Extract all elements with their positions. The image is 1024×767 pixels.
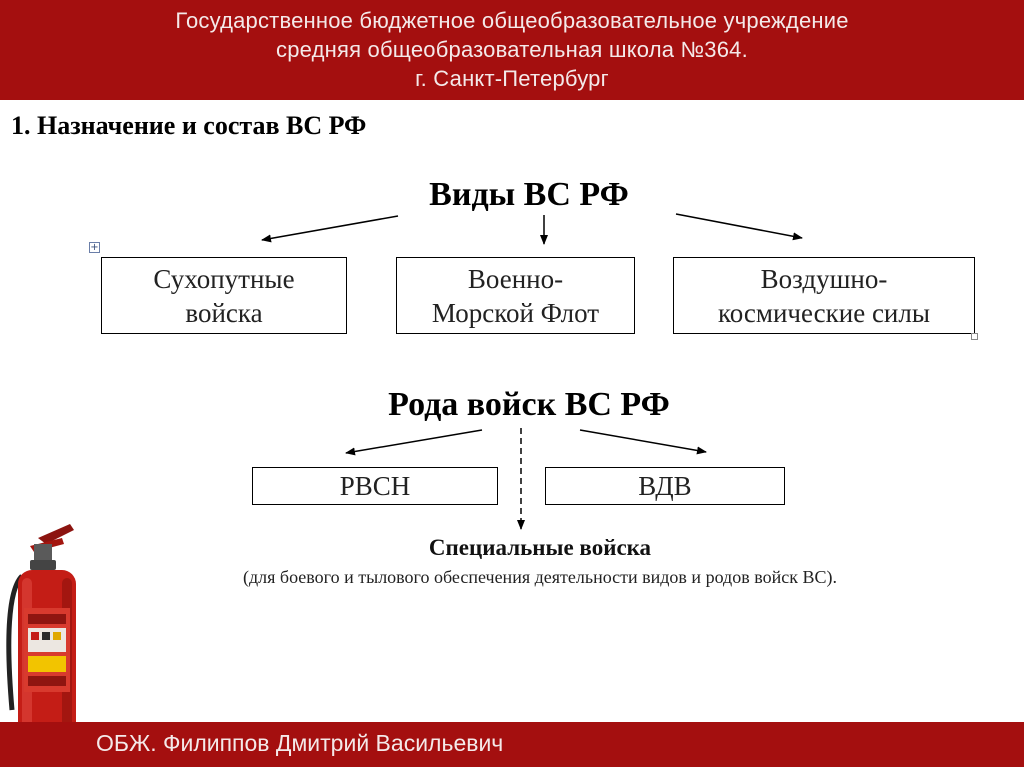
box-rvsn: РВСН (252, 467, 498, 505)
vidy-title: Виды ВС РФ (17, 176, 1024, 214)
box-vdv: ВДВ (545, 467, 785, 505)
box-aerospace-line2: космические силы (718, 296, 930, 330)
roda-title: Рода войск ВС РФ (17, 386, 1024, 424)
box-ground-forces: Сухопутные войска (101, 257, 347, 334)
box-navy-line1: Военно- (468, 262, 563, 296)
resize-handle[interactable] (971, 333, 978, 340)
special-troops-title: Специальные войска (0, 535, 1024, 561)
box-aerospace-line1: Воздушно- (761, 262, 888, 296)
footer-text: ОБЖ. Филиппов Дмитрий Васильевич (96, 730, 503, 757)
arrow-to-vdv (580, 430, 706, 452)
footer-banner: ОБЖ. Филиппов Дмитрий Васильевич (0, 722, 1024, 767)
box-navy: Военно- Морской Флот (396, 257, 635, 334)
box-ground-forces-line1: Сухопутные (153, 262, 294, 296)
box-ground-forces-line2: войска (185, 296, 262, 330)
box-navy-line2: Морской Флот (432, 296, 599, 330)
special-troops-note: (для боевого и тылового обеспечения деят… (0, 567, 1024, 588)
plus-icon[interactable]: + (89, 242, 100, 253)
arrow-to-aerospace (676, 214, 802, 238)
box-vdv-label: ВДВ (638, 469, 691, 503)
arrow-to-rvsn (346, 430, 482, 453)
box-aerospace: Воздушно- космические силы (673, 257, 975, 334)
arrow-to-ground-forces (262, 216, 398, 240)
box-rvsn-label: РВСН (340, 469, 411, 503)
